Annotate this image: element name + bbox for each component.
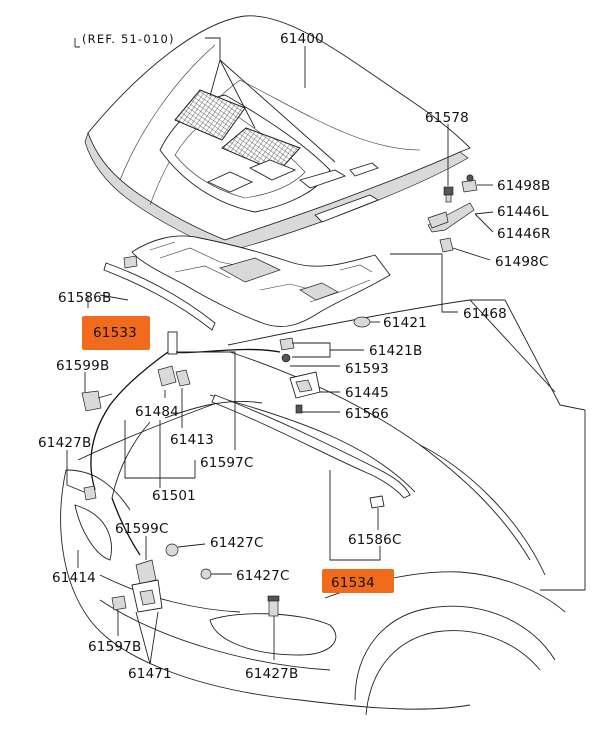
label-61586b: 61586B <box>58 290 111 306</box>
highlight-61533 <box>82 316 150 350</box>
label-61427b: 61427B <box>38 435 91 451</box>
hood-release-cable-61501 <box>90 348 281 556</box>
label-61414: 61414 <box>52 570 96 586</box>
label-61445: 61445 <box>345 385 389 401</box>
leader-lines <box>66 37 494 665</box>
label-61427c-b: 61427C <box>236 568 290 584</box>
label-61597b: 61597B <box>88 639 141 655</box>
label-61427b-bottom: 61427B <box>245 666 298 682</box>
small-parts <box>81 174 478 617</box>
label-61446r: 61446R <box>497 226 551 242</box>
label-61427c-a: 61427C <box>210 535 264 551</box>
label-61501: 61501 <box>152 488 196 504</box>
label-61533: 61533 <box>93 325 137 341</box>
label-61446l: 61446L <box>497 204 549 220</box>
label-61421: 61421 <box>383 315 427 331</box>
hood-insulator-61468 <box>131 235 391 327</box>
label-61484: 61484 <box>135 404 179 420</box>
label-61421b: 61421B <box>369 343 422 359</box>
label-61534: 61534 <box>331 575 375 591</box>
hood-panel <box>84 15 471 253</box>
label-61593: 61593 <box>345 361 389 377</box>
label-61498c: 61498C <box>495 254 549 270</box>
label-61413: 61413 <box>170 432 214 448</box>
label-61471: 61471 <box>128 666 172 682</box>
label-61578: 61578 <box>425 110 469 126</box>
label-61566: 61566 <box>345 406 389 422</box>
ref-label: (REF. 51-010) <box>82 32 175 46</box>
label-61597c: 61597C <box>200 455 254 471</box>
part-labels: (REF. 51-010) 61400 61578 61498B 61446L … <box>38 31 551 682</box>
highlight-61534 <box>322 569 394 593</box>
label-61400: 61400 <box>280 31 324 47</box>
label-61599b: 61599B <box>56 358 109 374</box>
label-61498b: 61498B <box>497 178 550 194</box>
label-61586c: 61586C <box>348 532 402 548</box>
label-61468: 61468 <box>463 306 507 322</box>
cowl-seal-61534 <box>211 394 411 499</box>
hood-seal-61533 <box>103 262 216 331</box>
label-61599c: 61599C <box>115 521 169 537</box>
